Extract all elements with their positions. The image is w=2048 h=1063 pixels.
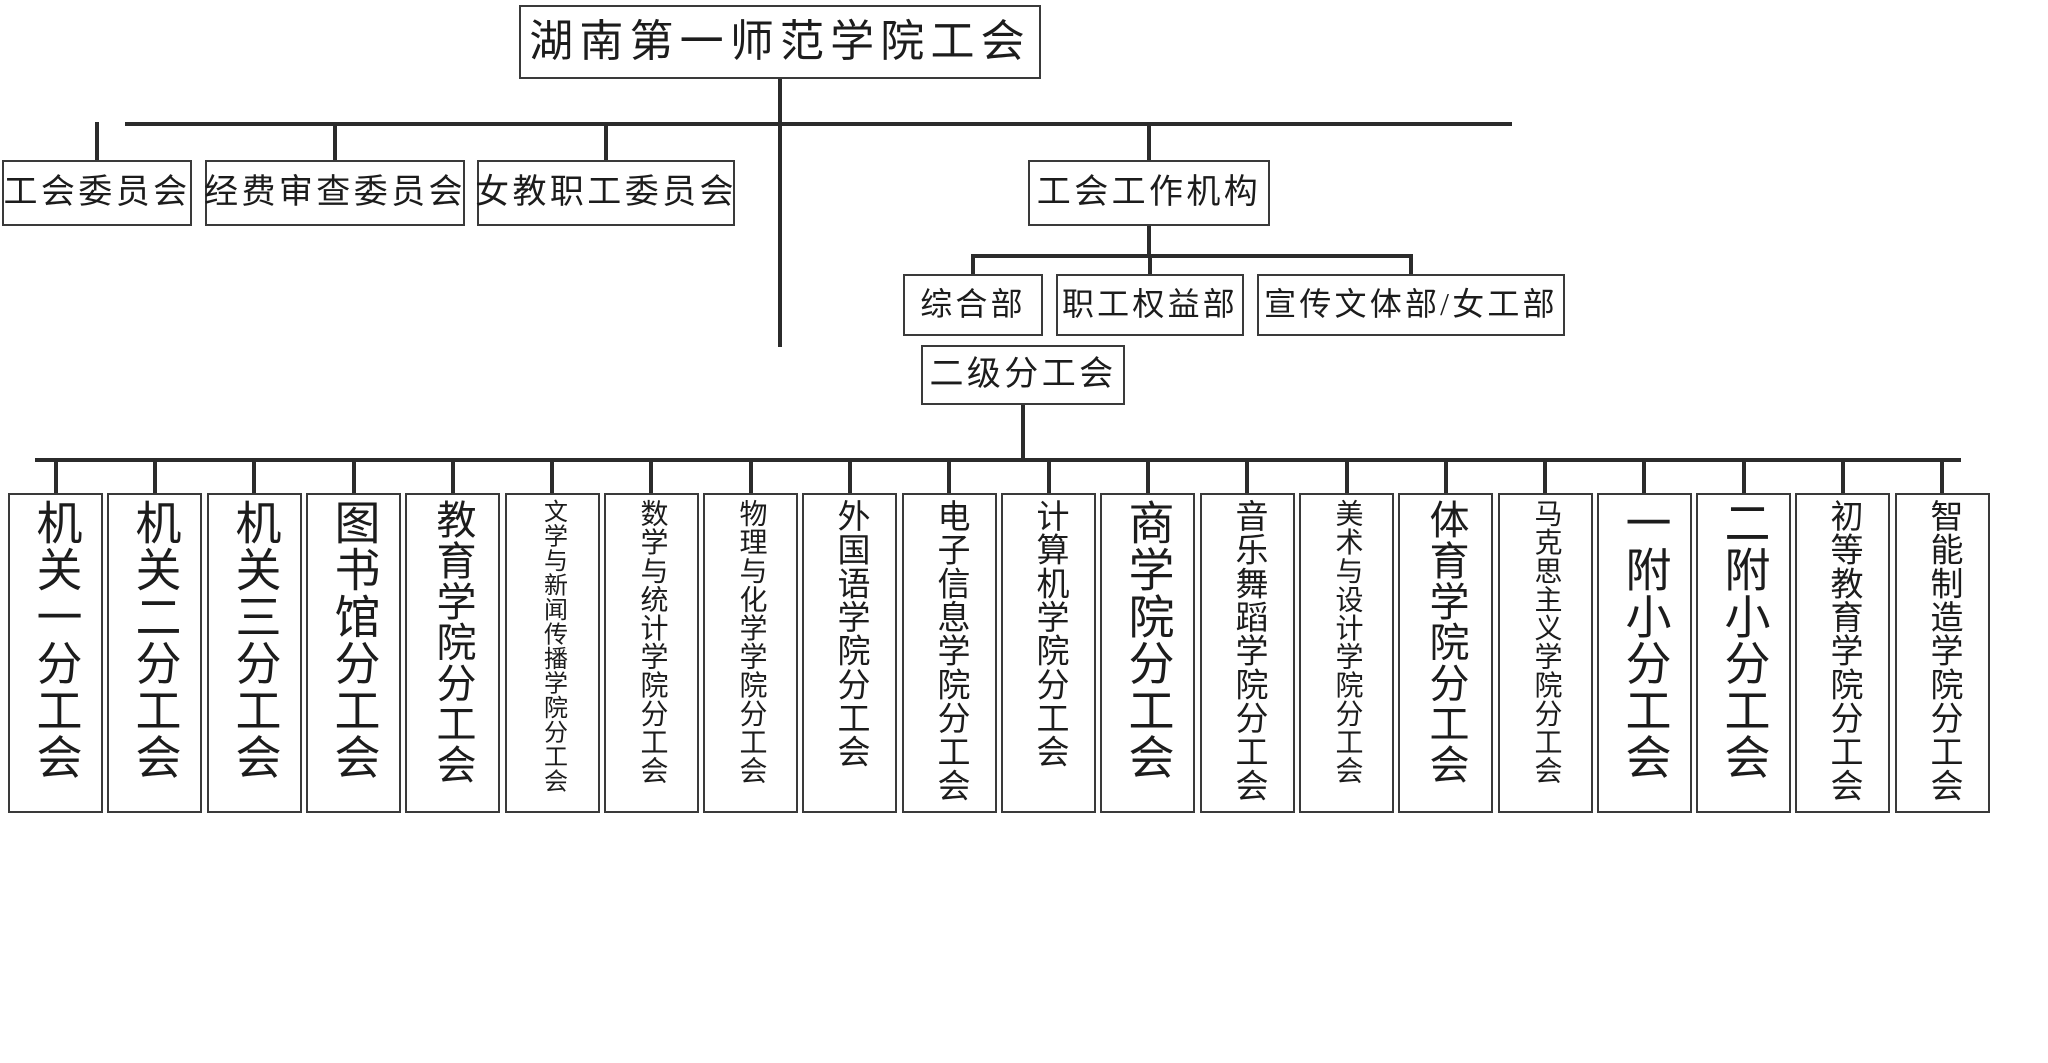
connector-branch-group-stem — [1021, 405, 1025, 460]
connector-drop-zonghebu — [971, 254, 975, 276]
node-branch-union-8[interactable]: 物理与化学学院分工会 — [703, 493, 798, 813]
branch-union-label: 物理与化学学院分工会 — [735, 499, 767, 785]
connector-drop-branch-14 — [1345, 458, 1349, 493]
connector-drop-gongzuojigou — [1147, 122, 1151, 162]
branch-union-label: 机关一分工会 — [30, 499, 82, 781]
node-branch-union-10[interactable]: 电子信息学院分工会 — [902, 493, 997, 813]
node-gonghui-gongzuo-jigou[interactable]: 工会工作机构 — [1028, 160, 1270, 226]
connector-drop-branch-17 — [1642, 458, 1646, 493]
node-branch-union-14[interactable]: 美术与设计学院分工会 — [1299, 493, 1394, 813]
node-branch-union-9[interactable]: 外国语学院分工会 — [802, 493, 897, 813]
connector-drop-jingfei — [333, 122, 337, 162]
connector-drop-gh-weiyuanhui — [95, 122, 99, 162]
connector-drop-branch-12 — [1146, 458, 1150, 493]
node-zonghebu[interactable]: 综合部 — [903, 274, 1043, 336]
connector-drop-xuanchuan — [1409, 254, 1413, 276]
node-branch-union-17[interactable]: 一附小分工会 — [1597, 493, 1692, 813]
node-branch-union-16[interactable]: 马克思主义学院分工会 — [1498, 493, 1593, 813]
connector-drop-branch-8 — [749, 458, 753, 493]
node-branch-union-2[interactable]: 机关二分工会 — [107, 493, 202, 813]
connector-drop-branch-10 — [947, 458, 951, 493]
connector-departments-bus — [971, 254, 1413, 258]
branch-union-label: 一附小分工会 — [1619, 499, 1671, 781]
connector-drop-branch-3 — [252, 458, 256, 493]
connector-drop-branch-9 — [848, 458, 852, 493]
node-branch-union-11[interactable]: 计算机学院分工会 — [1001, 493, 1096, 813]
node-gonghui-weiyuanhui[interactable]: 工会委员会 — [2, 160, 192, 226]
connector-root-stem — [778, 79, 782, 124]
connector-drop-branch-18 — [1742, 458, 1746, 493]
branch-union-label: 体育学院分工会 — [1423, 499, 1469, 785]
connector-branches-bus — [35, 458, 1961, 462]
node-branch-union-13[interactable]: 音乐舞蹈学院分工会 — [1200, 493, 1295, 813]
connector-drop-branch-2 — [153, 458, 157, 493]
branch-union-label: 数学与统计学院分工会 — [636, 499, 668, 785]
branch-union-label: 二附小分工会 — [1718, 499, 1770, 781]
connector-jigou-stem — [1147, 226, 1151, 256]
node-branch-union-18[interactable]: 二附小分工会 — [1696, 493, 1791, 813]
branch-union-label: 教育学院分工会 — [430, 499, 476, 785]
connector-drop-branch-7 — [649, 458, 653, 493]
branch-union-label: 图书馆分工会 — [328, 499, 380, 781]
connector-drop-branch-19 — [1841, 458, 1845, 493]
node-branch-union-20[interactable]: 智能制造学院分工会 — [1895, 493, 1990, 813]
connector-drop-branch-13 — [1245, 458, 1249, 493]
branch-union-label: 智能制造学院分工会 — [1925, 499, 1961, 802]
connector-drop-branch-4 — [352, 458, 356, 493]
branch-union-label: 初等教育学院分工会 — [1825, 499, 1861, 802]
node-branch-union-7[interactable]: 数学与统计学院分工会 — [604, 493, 699, 813]
node-branch-union-19[interactable]: 初等教育学院分工会 — [1795, 493, 1890, 813]
connector-drop-nvjiaozhigong — [604, 122, 608, 162]
node-nvjiaozhigong-weiyuanhui[interactable]: 女教职工委员会 — [475, 160, 735, 226]
connector-drop-branch-11 — [1047, 458, 1051, 493]
node-zhigong-quanyibu[interactable]: 职工权益部 — [1056, 274, 1244, 336]
node-branch-union-1[interactable]: 机关一分工会 — [8, 493, 103, 813]
node-branch-union-5[interactable]: 教育学院分工会 — [405, 493, 500, 813]
connector-drop-branch-5 — [451, 458, 455, 493]
branch-union-label: 电子信息学院分工会 — [932, 499, 968, 802]
node-erji-fengonghui[interactable]: 二级分工会 — [921, 345, 1125, 405]
connector-spine-to-branch-group — [778, 122, 782, 347]
branch-union-label: 计算机学院分工会 — [1031, 499, 1067, 769]
node-branch-union-12[interactable]: 商学院分工会 — [1100, 493, 1195, 813]
connector-drop-branch-15 — [1444, 458, 1448, 493]
node-branch-union-15[interactable]: 体育学院分工会 — [1398, 493, 1493, 813]
node-branch-union-6[interactable]: 文学与新闻传播学院分工会 — [505, 493, 600, 813]
connector-level2-bus — [125, 122, 1512, 126]
node-jingfei-shencha-weiyuanhui[interactable]: 经费审查委员会 — [204, 160, 465, 226]
connector-drop-branch-20 — [1940, 458, 1944, 493]
connector-drop-branch-1 — [54, 458, 58, 493]
branch-union-label: 文学与新闻传播学院分工会 — [539, 499, 566, 793]
branch-union-label: 音乐舞蹈学院分工会 — [1230, 499, 1266, 802]
node-branch-union-4[interactable]: 图书馆分工会 — [306, 493, 401, 813]
branch-union-label: 美术与设计学院分工会 — [1331, 499, 1363, 785]
root-node-university-union[interactable]: 湖南第一师范学院工会 — [519, 5, 1041, 79]
branch-union-label: 机关二分工会 — [129, 499, 181, 781]
branch-union-label: 外国语学院分工会 — [832, 499, 868, 769]
connector-drop-branch-16 — [1543, 458, 1547, 493]
branch-union-label: 马克思主义学院分工会 — [1530, 499, 1562, 785]
node-branch-union-3[interactable]: 机关三分工会 — [207, 493, 302, 813]
node-xuanchuan-wentibu-nvgongbu[interactable]: 宣传文体部/女工部 — [1257, 274, 1565, 336]
connector-drop-zhigongquanyi — [1148, 254, 1152, 276]
branch-union-label: 机关三分工会 — [229, 499, 281, 781]
branch-union-label: 商学院分工会 — [1122, 499, 1174, 781]
connector-drop-branch-6 — [550, 458, 554, 493]
